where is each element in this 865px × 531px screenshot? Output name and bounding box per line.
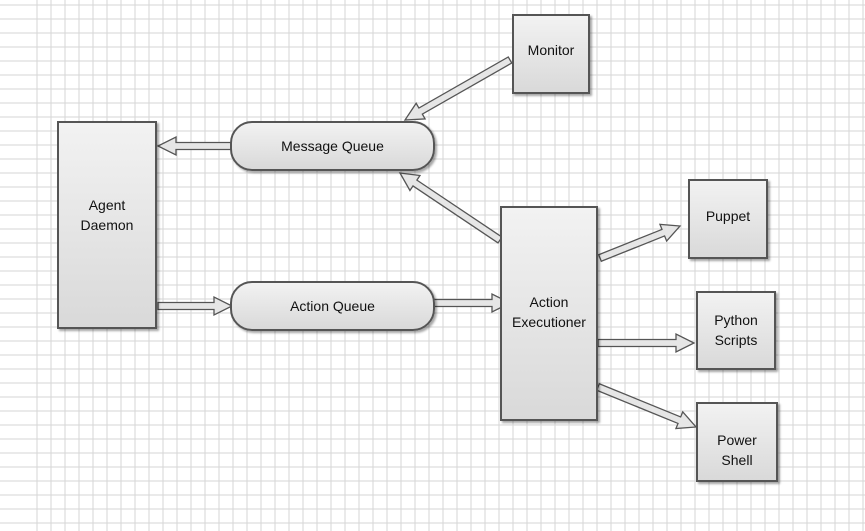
arrow-action-executioner-to-power-shell — [595, 382, 698, 430]
monitor-node[interactable]: Monitor — [512, 14, 590, 94]
arrow-message-queue-to-agent-daemon — [156, 135, 237, 157]
puppet-label: Puppet — [705, 208, 751, 224]
action-queue-label: Action Queue — [290, 298, 375, 314]
python-scripts-node[interactable]: Python Scripts — [696, 291, 776, 370]
arrow-action-executioner-to-python-scripts — [597, 332, 696, 354]
action-executioner-label: Action Executioner — [512, 294, 586, 330]
monitor-label: Monitor — [527, 42, 575, 58]
power-shell-node[interactable]: Power Shell — [696, 402, 778, 482]
arrow-action-queue-to-action-executioner — [431, 292, 512, 314]
agent-daemon-label: Agent Daemon — [80, 197, 134, 233]
action-queue-node[interactable]: Action Queue — [230, 281, 435, 331]
arrow-agent-daemon-to-action-queue — [157, 295, 234, 317]
action-executioner-node[interactable]: Action Executioner — [500, 206, 598, 421]
arrow-monitor-to-message-queue — [403, 56, 513, 121]
agent-daemon-node[interactable]: Agent Daemon — [57, 121, 157, 329]
puppet-node[interactable]: Puppet — [688, 179, 768, 259]
arrow-action-executioner-to-message-queue — [398, 172, 503, 244]
message-queue-node[interactable]: Message Queue — [230, 121, 435, 171]
message-queue-label: Message Queue — [281, 138, 384, 154]
power-shell-label: Power Shell — [717, 432, 757, 468]
python-scripts-label: Python Scripts — [714, 312, 758, 348]
arrow-action-executioner-to-puppet — [597, 223, 682, 263]
